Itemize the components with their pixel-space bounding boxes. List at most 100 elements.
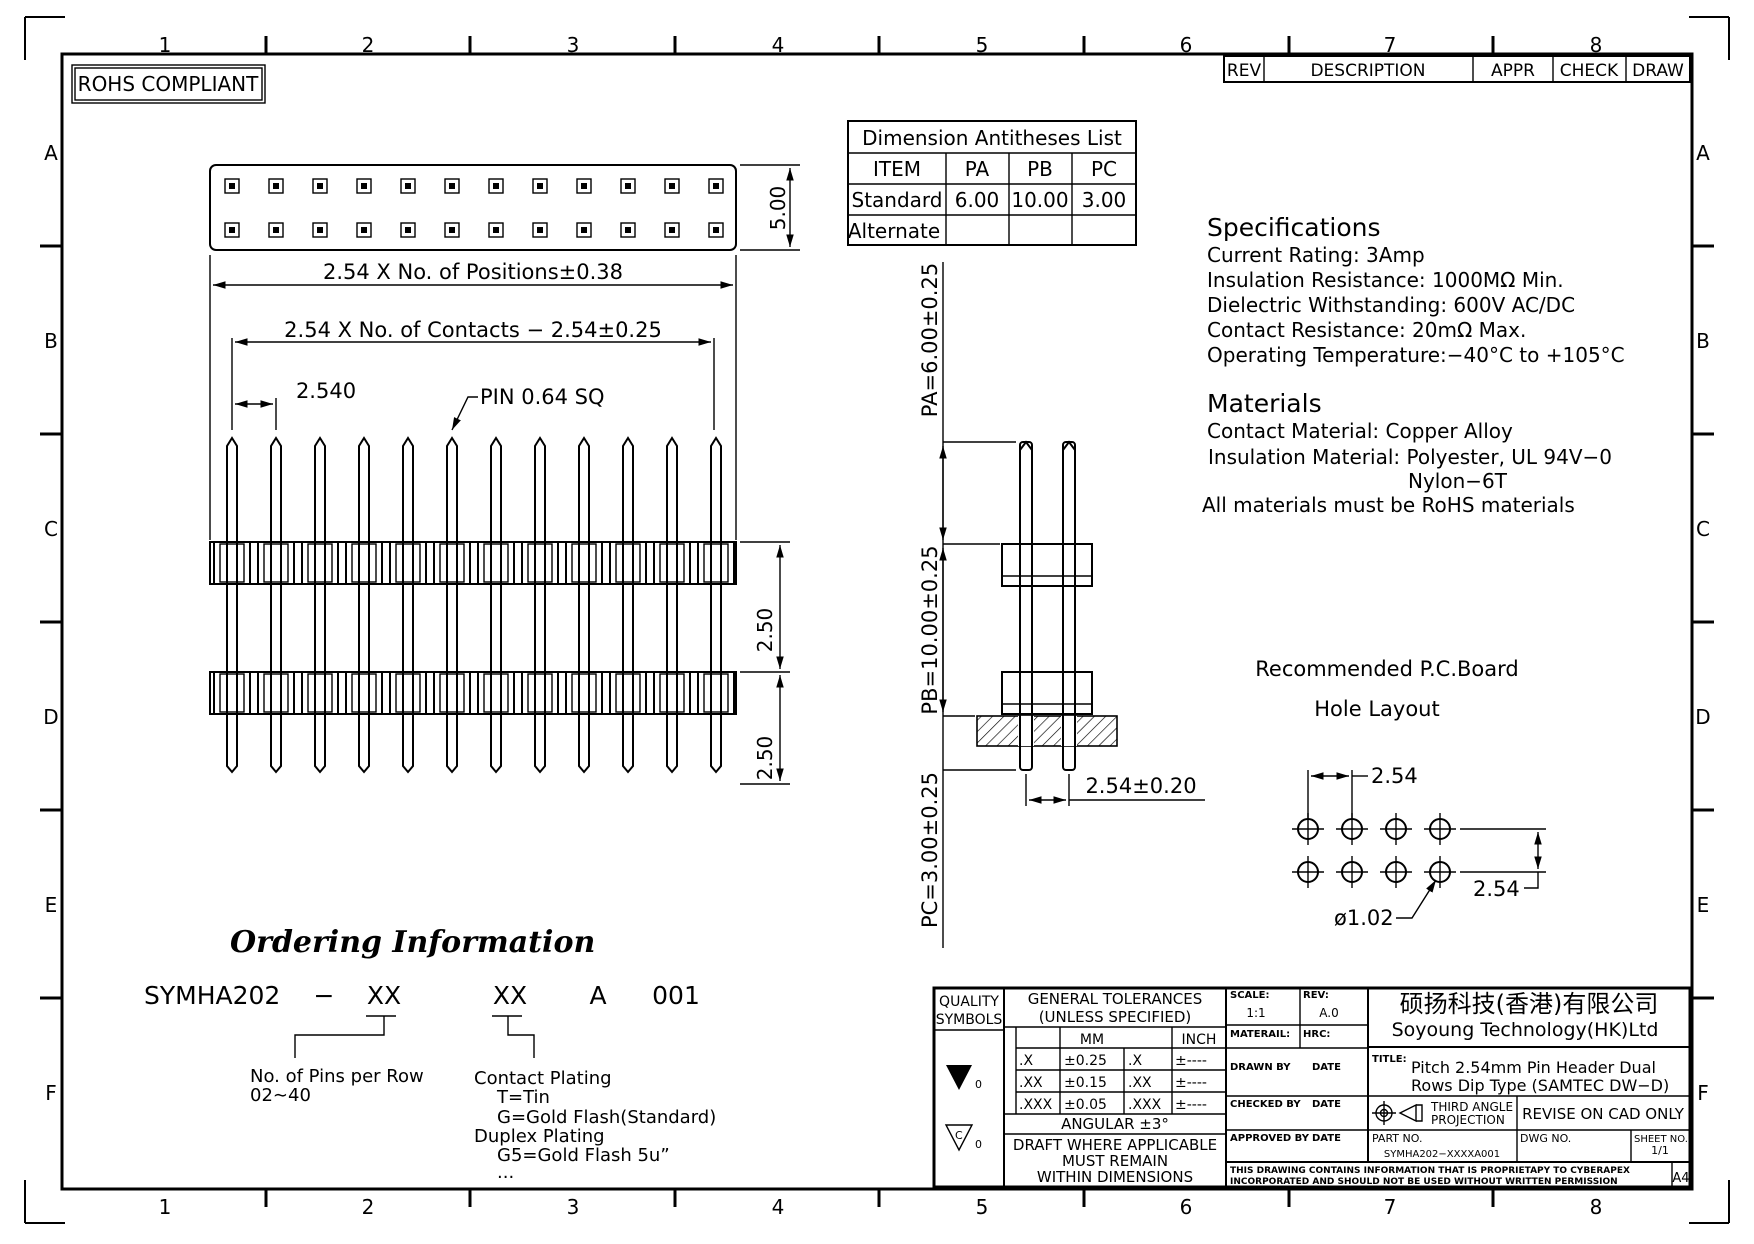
pins-label: No. of Pins per Row <box>250 1066 424 1087</box>
duplex-label: Duplex Plating <box>474 1126 605 1147</box>
row-letter: A <box>44 141 58 165</box>
rev-label: REV: <box>1303 990 1329 1001</box>
tolerance-inch-header: INCH <box>1182 1032 1217 1048</box>
drawn-by-label: DRAWN BY <box>1230 1062 1291 1073</box>
pin-square <box>708 222 724 238</box>
pa-dimension-label: PA=6.00±0.25 <box>918 263 942 417</box>
column-number: 1 <box>159 33 172 57</box>
header-pin <box>622 436 634 774</box>
draw-header: DRAW <box>1632 61 1684 81</box>
pin-square-center <box>317 183 323 189</box>
table-cell: Standard <box>852 188 943 212</box>
column-number: 1 <box>159 1195 172 1219</box>
revision-block: REV DESCRIPTION APPR CHECK DRAW <box>1223 55 1691 83</box>
tolerance-cell: ±---- <box>1175 1075 1207 1091</box>
pin-square-center <box>537 183 543 189</box>
header-pin <box>270 436 282 774</box>
row-letter: C <box>1696 517 1710 541</box>
column-number: 7 <box>1384 1195 1397 1219</box>
pin-square-center <box>493 183 499 189</box>
header-pin <box>226 436 238 774</box>
header-pin <box>358 436 370 774</box>
pc-dimension-label: PC=3.00±0.25 <box>918 772 942 928</box>
company-name-en: Soyoung Technology(HK)Ltd <box>1392 1019 1659 1041</box>
spec-line: Operating Temperature:−40°C to +105°C <box>1207 343 1625 367</box>
pin-square-center <box>361 183 367 189</box>
pin-square-center <box>273 183 279 189</box>
row-letter: F <box>45 1081 57 1105</box>
pin-square <box>268 222 284 238</box>
pcb-title-line1: Recommended P.C.Board <box>1255 657 1518 681</box>
pin-square-grid <box>224 178 724 238</box>
insulator-cavity <box>439 673 465 713</box>
table-header-pa: PA <box>965 157 990 181</box>
drawing-title-line1: Pitch 2.54mm Pin Header Dual <box>1411 1058 1656 1077</box>
material-line: All materials must be RoHS materials <box>1202 493 1575 517</box>
part-code-a: A <box>589 981 606 1010</box>
pins-range: 02∼40 <box>250 1085 311 1106</box>
table-cell: 6.00 <box>955 188 1000 212</box>
header-pin <box>534 436 546 774</box>
pin-square <box>664 178 680 194</box>
insulator-cavity <box>351 673 377 713</box>
symbol-sub: 0 <box>975 1138 982 1151</box>
front-pin-row <box>209 436 737 774</box>
specifications-block: Specifications Current Rating: 3Amp Insu… <box>1202 213 1625 517</box>
plating-tin: T=Tin <box>496 1087 550 1108</box>
draft-note-line1: DRAFT WHERE APPLICABLE <box>1013 1136 1217 1154</box>
row-letter: B <box>1696 329 1710 353</box>
tolerance-cell: .X <box>1019 1053 1033 1069</box>
pin-square <box>532 222 548 238</box>
title-block: QUALITY SYMBOLS 0 C 0 GENERAL TOLERANCES… <box>932 986 1692 1189</box>
insulator-cavity <box>615 673 641 713</box>
table-cell: 3.00 <box>1082 188 1127 212</box>
column-number: 5 <box>976 1195 989 1219</box>
insulator-cavity <box>703 543 729 583</box>
draft-note-line3: WITHIN DIMENSIONS <box>1037 1168 1193 1186</box>
duplex-g5: G5=Gold Flash 5u” <box>497 1145 670 1166</box>
sheet-no-label: SHEET NO. <box>1634 1134 1688 1145</box>
pin-square-center <box>405 227 411 233</box>
pin-square <box>532 178 548 194</box>
spec-line: Insulation Resistance: 1000MΩ Min. <box>1207 268 1564 292</box>
hrc-label: HRC: <box>1303 1029 1330 1040</box>
insulator-cavity <box>395 543 421 583</box>
header-pin <box>710 436 722 774</box>
scale-label: SCALE: <box>1230 990 1269 1001</box>
ordering-ellipsis: ... <box>497 1162 514 1183</box>
pin-square-center <box>361 227 367 233</box>
surface-finish-icon <box>944 1124 974 1152</box>
column-number: 7 <box>1384 33 1397 57</box>
pin-square-center <box>581 227 587 233</box>
tolerance-cell: .XXX <box>1128 1097 1162 1113</box>
pin-square-center <box>713 183 719 189</box>
rev-value: A.0 <box>1319 1006 1338 1020</box>
header-pin <box>578 436 590 774</box>
tolerance-cell: .X <box>1128 1053 1142 1069</box>
pin-square <box>224 178 240 194</box>
insulator-cavity <box>263 673 289 713</box>
pin-square <box>224 222 240 238</box>
pin-square <box>576 222 592 238</box>
column-number: 8 <box>1590 33 1603 57</box>
proprietary-notice-line1: THIS DRAWING CONTAINS INFORMATION THAT I… <box>1230 1166 1630 1176</box>
pin-square <box>312 222 328 238</box>
pin-square-center <box>625 183 631 189</box>
part-code-pins: XX <box>367 981 401 1010</box>
header-pin <box>490 436 502 774</box>
spec-line: Dielectric Withstanding: 600V AC/DC <box>1207 293 1575 317</box>
third-angle-line1: THIRD ANGLE <box>1430 1100 1513 1114</box>
table-cell: 10.00 <box>1011 188 1068 212</box>
column-number: 3 <box>567 1195 580 1219</box>
pin-square-center <box>317 227 323 233</box>
pin-square <box>488 178 504 194</box>
pin-square <box>400 222 416 238</box>
tolerance-cell: .XX <box>1128 1075 1152 1091</box>
dim-pitch-label: 2.540 <box>296 379 356 403</box>
dim-contacts-label: 2.54 X No. of Contacts − 2.54±0.25 <box>284 318 662 342</box>
pin-square <box>488 222 504 238</box>
sheet-no-value: 1/1 <box>1651 1144 1669 1157</box>
plating-gold: G=Gold Flash(Standard) <box>497 1107 716 1128</box>
tolerance-mm-header: MM <box>1080 1032 1104 1048</box>
rohs-badge: ROHS COMPLIANT <box>71 64 266 104</box>
